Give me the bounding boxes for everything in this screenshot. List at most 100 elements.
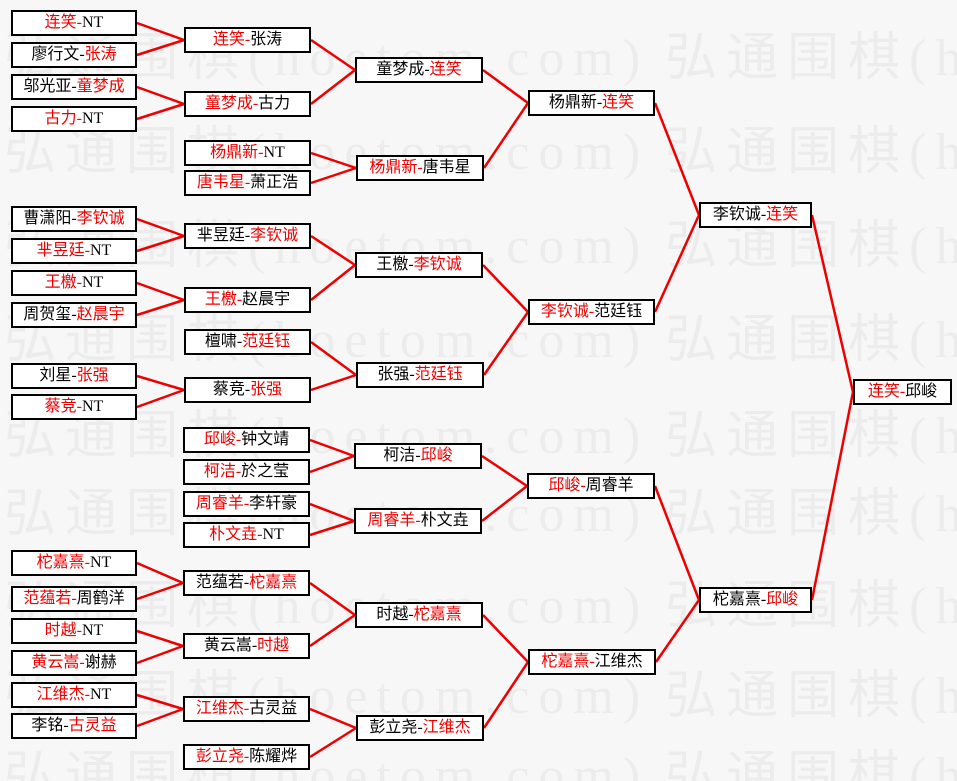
player-name-left: 朴文垚 bbox=[209, 526, 258, 543]
player-name-left: 柯洁 bbox=[383, 447, 416, 464]
dash: - bbox=[899, 383, 906, 400]
connector-line bbox=[136, 281, 185, 302]
connector-line bbox=[136, 707, 184, 728]
player-name-left: 范蕴若 bbox=[195, 574, 244, 591]
player-name-right: NT bbox=[82, 14, 104, 31]
player-name-right: 李钦诚 bbox=[250, 227, 299, 244]
player-name-left: 柯洁 bbox=[203, 463, 236, 480]
match-box-b3: 杨鼎新-NT bbox=[184, 140, 311, 166]
match-box-a2: 廖行文-张涛 bbox=[11, 42, 137, 68]
match-box-a1: 连笑-NT bbox=[11, 10, 137, 36]
connector-line bbox=[136, 217, 185, 238]
match-box-d3: 邱峻-周睿羊 bbox=[527, 473, 655, 499]
connector-line bbox=[653, 102, 701, 216]
player-name-left: 张强 bbox=[377, 366, 410, 383]
match-box-a12: 范蕴若-周鹤洋 bbox=[11, 586, 137, 612]
connector-line bbox=[482, 661, 530, 729]
connector-line bbox=[310, 69, 356, 105]
dash: - bbox=[424, 61, 430, 78]
player-name-left: 邬光亚 bbox=[23, 78, 72, 95]
dash: - bbox=[244, 381, 251, 398]
player-name-left: 王檄 bbox=[204, 291, 237, 308]
dash: - bbox=[235, 463, 242, 480]
dash: - bbox=[251, 637, 258, 654]
connector-line bbox=[136, 388, 185, 409]
player-name-right: 古灵益 bbox=[249, 700, 298, 717]
connector-line bbox=[310, 166, 357, 185]
player-name-right: 张涛 bbox=[84, 46, 117, 63]
connector-line bbox=[309, 438, 355, 458]
player-name-right: 时越 bbox=[257, 637, 290, 654]
player-name-left: 芈昱廷 bbox=[196, 227, 245, 244]
player-name-left: 范蕴若 bbox=[23, 590, 72, 607]
connector-line bbox=[136, 234, 185, 253]
player-name-right: 古灵益 bbox=[68, 717, 117, 734]
player-name-left: 时越 bbox=[376, 606, 409, 623]
player-name-left: 连笑 bbox=[44, 14, 77, 31]
match-box-a7: 王檄-NT bbox=[11, 270, 137, 296]
player-name-right: 陈耀烨 bbox=[249, 748, 298, 765]
player-name-right: NT bbox=[90, 554, 112, 571]
match-box-c8: 彭立尧-江维杰 bbox=[356, 715, 484, 741]
match-box-c2: 杨鼎新-唐韦星 bbox=[356, 155, 484, 181]
dash: - bbox=[235, 431, 242, 448]
player-name-right: NT bbox=[82, 398, 104, 415]
connector-line bbox=[309, 581, 356, 617]
match-box-d4: 柁嘉熹-江维杰 bbox=[528, 649, 656, 675]
match-box-b7: 檀啸-范廷钰 bbox=[184, 329, 311, 355]
match-box-a16: 李铭-古灵益 bbox=[11, 713, 137, 739]
match-box-c7: 时越-柁嘉熹 bbox=[355, 602, 483, 628]
connector-line bbox=[310, 340, 357, 377]
match-box-a10: 蔡竞-NT bbox=[11, 394, 137, 420]
player-name-left: 江维杰 bbox=[36, 686, 85, 703]
connector-line bbox=[136, 644, 184, 665]
dash: - bbox=[252, 95, 259, 112]
match-box-b12: 朴文垚-NT bbox=[183, 522, 310, 548]
dash: - bbox=[588, 303, 595, 320]
connector-line bbox=[482, 264, 529, 313]
connector-line bbox=[310, 264, 356, 301]
player-name-right: 张涛 bbox=[250, 31, 283, 48]
match-box-b16: 彭立尧-陈耀烨 bbox=[183, 744, 310, 770]
player-name-right: 连笑 bbox=[766, 206, 799, 223]
connector-line bbox=[653, 485, 701, 601]
dash: - bbox=[243, 574, 250, 591]
dash: - bbox=[760, 206, 767, 223]
player-name-left: 杨鼎新 bbox=[369, 159, 418, 176]
player-name-right: 邱峻 bbox=[905, 383, 938, 400]
player-name-left: 蔡竞 bbox=[212, 381, 245, 398]
player-name-right: 周睿羊 bbox=[585, 477, 634, 494]
connector-line bbox=[482, 102, 530, 169]
match-box-a5: 曹潇阳-李钦诚 bbox=[11, 206, 137, 232]
connector-line bbox=[136, 693, 184, 711]
player-name-left: 周睿羊 bbox=[195, 495, 244, 512]
match-box-e1: 李钦诚-连笑 bbox=[699, 202, 812, 228]
player-name-right: 邱峻 bbox=[420, 447, 453, 464]
player-name-right: 赵晨宇 bbox=[76, 306, 125, 323]
player-name-right: 连笑 bbox=[602, 94, 635, 111]
player-name-right: 范廷钰 bbox=[242, 333, 291, 350]
connector-line bbox=[136, 102, 185, 121]
match-box-b14: 黄云嵩-时越 bbox=[183, 633, 310, 659]
match-box-d1: 杨鼎新-连笑 bbox=[528, 90, 655, 116]
dash: - bbox=[236, 333, 243, 350]
player-name-left: 彭立尧 bbox=[369, 719, 418, 736]
connector-line bbox=[309, 502, 355, 523]
connector-line bbox=[136, 581, 184, 601]
player-name-left: 黄云嵩 bbox=[203, 637, 252, 654]
connector-line bbox=[481, 454, 528, 488]
dash: - bbox=[415, 512, 421, 529]
player-name-left: 曹潇阳 bbox=[23, 210, 72, 227]
connector-line bbox=[481, 485, 528, 522]
player-name-right: 赵晨宇 bbox=[242, 291, 291, 308]
player-name-left: 黄云嵩 bbox=[31, 654, 80, 671]
player-name-left: 杨鼎新 bbox=[210, 144, 259, 161]
connector-line bbox=[482, 614, 529, 663]
player-name-right: 张强 bbox=[250, 381, 283, 398]
dash: - bbox=[589, 653, 595, 670]
connector-line bbox=[136, 298, 185, 317]
match-box-b13: 范蕴若-柁嘉熹 bbox=[183, 570, 310, 596]
connector-line bbox=[136, 629, 184, 648]
dash: - bbox=[84, 686, 90, 703]
player-name-left: 王檄 bbox=[376, 256, 409, 273]
